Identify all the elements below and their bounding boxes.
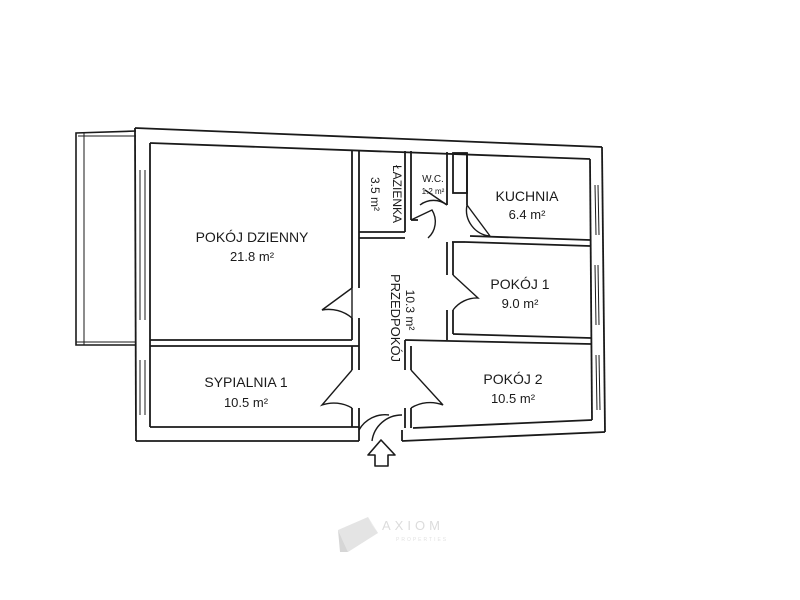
outer-walls bbox=[134, 127, 606, 442]
bathroom-area: 3.5 m² bbox=[368, 177, 382, 211]
hallway-area: 10.3 m² bbox=[403, 290, 417, 331]
bathroom-name: ŁAZIENKA bbox=[390, 165, 404, 223]
axiom-logo-icon bbox=[338, 517, 378, 552]
watermark-name: AXIOM bbox=[382, 518, 444, 533]
interior-walls bbox=[150, 150, 592, 428]
left-windows bbox=[139, 170, 146, 415]
wc-name: W.C. bbox=[422, 174, 444, 185]
watermark-subtitle: PROPERTIES bbox=[396, 537, 448, 543]
room-2-name: POKÓJ 2 bbox=[483, 371, 542, 387]
hallway-name: PRZEDPOKÓJ bbox=[388, 274, 403, 362]
kitchen-area: 6.4 m² bbox=[509, 207, 547, 222]
living-room-area: 21.8 m² bbox=[230, 249, 275, 264]
door-swings bbox=[319, 189, 491, 442]
kitchen-name: KUCHNIA bbox=[495, 188, 559, 204]
room-1-name: POKÓJ 1 bbox=[490, 276, 549, 292]
living-room-name: POKÓJ DZIENNY bbox=[196, 229, 309, 245]
bedroom-1-name: SYPIALNIA 1 bbox=[204, 374, 287, 390]
wc-area: 1.2 m² bbox=[422, 187, 445, 196]
bedroom-1-area: 10.5 m² bbox=[224, 395, 269, 410]
room-1-area: 9.0 m² bbox=[502, 296, 540, 311]
right-windows bbox=[594, 184, 601, 411]
entrance-arrow-icon bbox=[367, 439, 396, 467]
room-2-area: 10.5 m² bbox=[491, 391, 536, 406]
balcony bbox=[75, 130, 137, 346]
